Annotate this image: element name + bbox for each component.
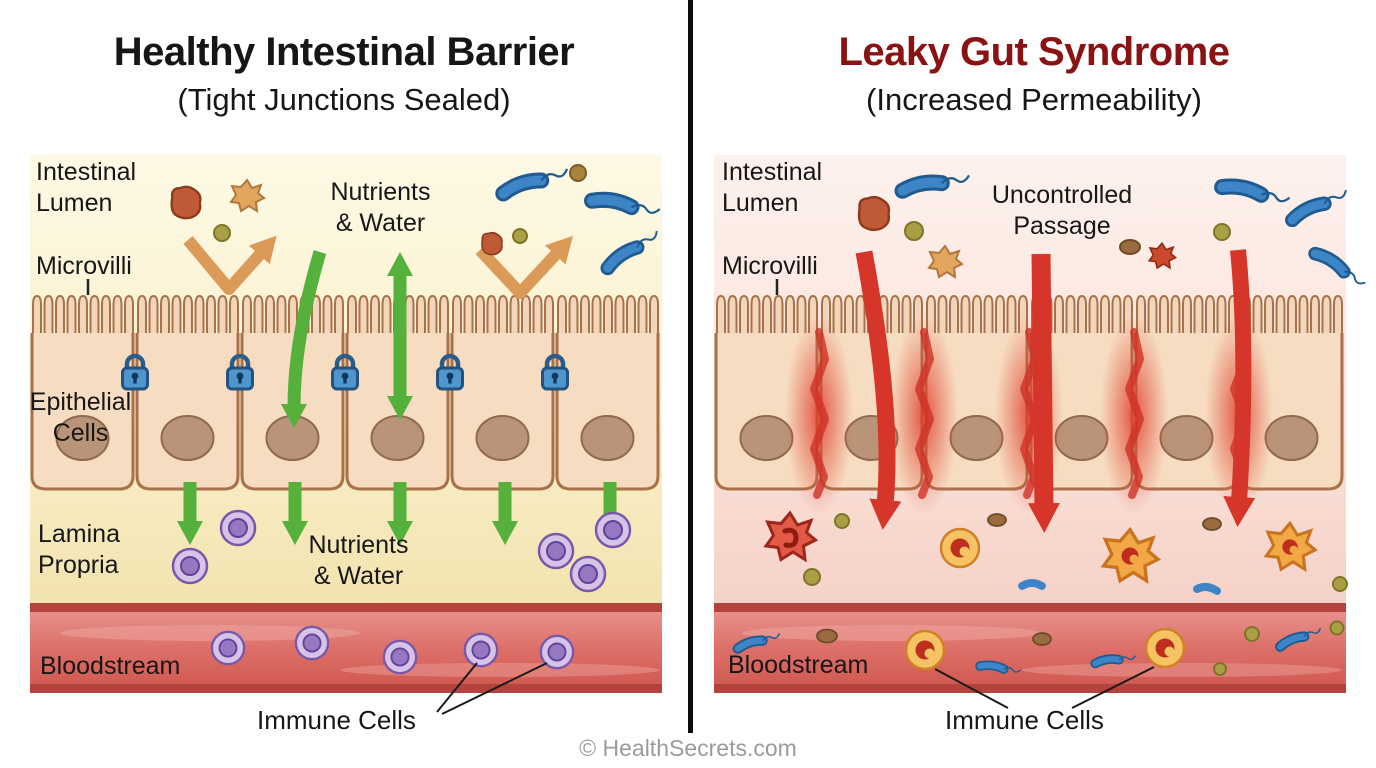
- immune-cells-pointer-lines: [436, 662, 548, 715]
- bloodstream-contents: [737, 620, 1345, 676]
- immune-cells-pointer-lines: [934, 666, 1155, 709]
- label-nutrients-water-top: Nutrients & Water: [330, 178, 431, 237]
- leaky-subtitle: (Increased Permeability): [866, 82, 1202, 117]
- label-epithelial-cells: Epithelial Cells: [29, 388, 132, 447]
- leaky-title: Leaky Gut Syndrome: [838, 30, 1230, 74]
- label-bloodstream: Bloodstream: [40, 652, 181, 680]
- copyright-watermark: © HealthSecrets.com: [579, 735, 797, 761]
- label-immune-cells: Immune Cells: [945, 705, 1104, 735]
- label-uncontrolled-passage: Uncontrolled Passage: [991, 181, 1133, 240]
- lumen-particles: [857, 195, 1231, 278]
- leaky-panel: Leaky Gut Syndrome (Increased Permeabili…: [692, 0, 1376, 768]
- healthy-panel: Healthy Intestinal Barrier (Tight Juncti…: [29, 30, 688, 735]
- label-microvilli: Microvilli: [36, 252, 132, 280]
- label-intestinal-lumen: Intestinal Lumen: [36, 158, 137, 217]
- healthy-subtitle: (Tight Junctions Sealed): [177, 82, 511, 117]
- leaky-diagram: [714, 155, 1376, 709]
- label-intestinal-lumen: Intestinal Lumen: [722, 158, 823, 217]
- healthy-title: Healthy Intestinal Barrier: [113, 30, 575, 74]
- label-lamina-propria: Lamina Propria: [38, 520, 120, 579]
- healthy-diagram: [30, 155, 688, 715]
- panel-divider: [688, 0, 693, 733]
- lumen-particles: [170, 164, 587, 256]
- lamina-propria-infiltrate: [766, 513, 1348, 595]
- leak-arrows: [855, 249, 1256, 533]
- label-immune-cells: Immune Cells: [257, 705, 416, 735]
- label-nutrients-water-bottom: Nutrients & Water: [308, 531, 409, 590]
- blocked-pathogen-arrows: [183, 235, 573, 299]
- label-microvilli: Microvilli: [722, 252, 818, 280]
- label-bloodstream: Bloodstream: [728, 651, 869, 679]
